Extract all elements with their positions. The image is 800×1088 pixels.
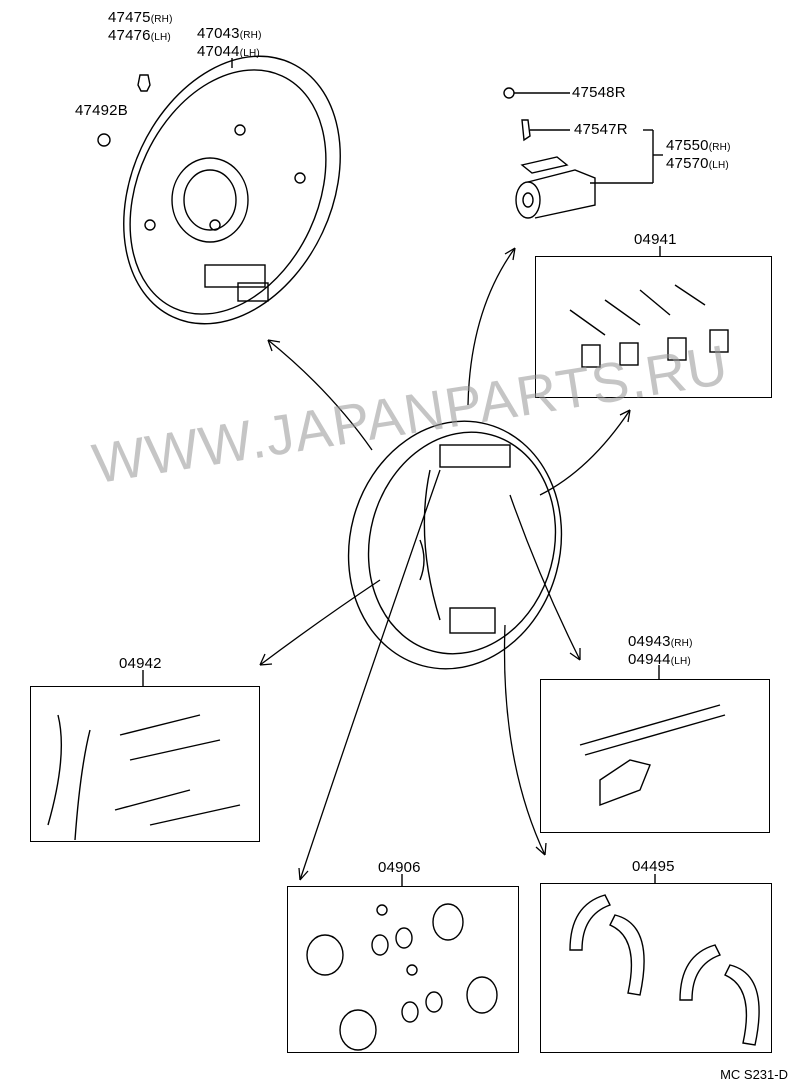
bolt-label: 47475(RH) 47476(LH) bbox=[108, 9, 173, 44]
brake-shoes-drawing bbox=[569, 894, 760, 1046]
backing-plate-label: 47043(RH) 47044(LH) bbox=[197, 25, 262, 60]
hold-down-pins-drawing bbox=[569, 284, 729, 368]
backing-plate-drawing bbox=[123, 55, 341, 325]
shoe-kit-label: 04495 bbox=[632, 858, 675, 875]
central-brake-drawing bbox=[347, 420, 563, 670]
wheel-cylinder-label: 47550(RH) 47570(LH) bbox=[666, 137, 731, 172]
cylinder-kit-box bbox=[287, 886, 519, 1053]
hold-down-kit-box bbox=[535, 256, 772, 398]
shoe-kit-box bbox=[540, 883, 772, 1053]
nut-label: 47492B bbox=[75, 102, 128, 119]
arrows bbox=[259, 247, 631, 881]
diagram-code: MC S231-D bbox=[720, 1067, 788, 1082]
cylinder-kit-label: 04906 bbox=[378, 859, 421, 876]
adjuster-drawing bbox=[579, 704, 726, 807]
hold-down-kit-label: 04941 bbox=[634, 231, 677, 248]
wheel-cylinder-drawing bbox=[515, 156, 596, 219]
springs-drawing bbox=[47, 714, 241, 841]
adjuster-kit-box bbox=[540, 679, 770, 833]
spring-kit-label: 04942 bbox=[119, 655, 162, 672]
nut-drawing bbox=[97, 133, 111, 147]
cylinder-cups-drawing bbox=[306, 903, 498, 1051]
spring-kit-box bbox=[30, 686, 260, 842]
bleeder-cap-drawing bbox=[503, 87, 515, 99]
bolt-drawing bbox=[137, 74, 151, 92]
bleeder-plug-label: 47547R bbox=[574, 121, 628, 138]
adjuster-kit-label: 04943(RH) 04944(LH) bbox=[628, 633, 693, 668]
bleeder-cap-label: 47548R bbox=[572, 84, 626, 101]
bleeder-plug-drawing bbox=[521, 119, 531, 142]
